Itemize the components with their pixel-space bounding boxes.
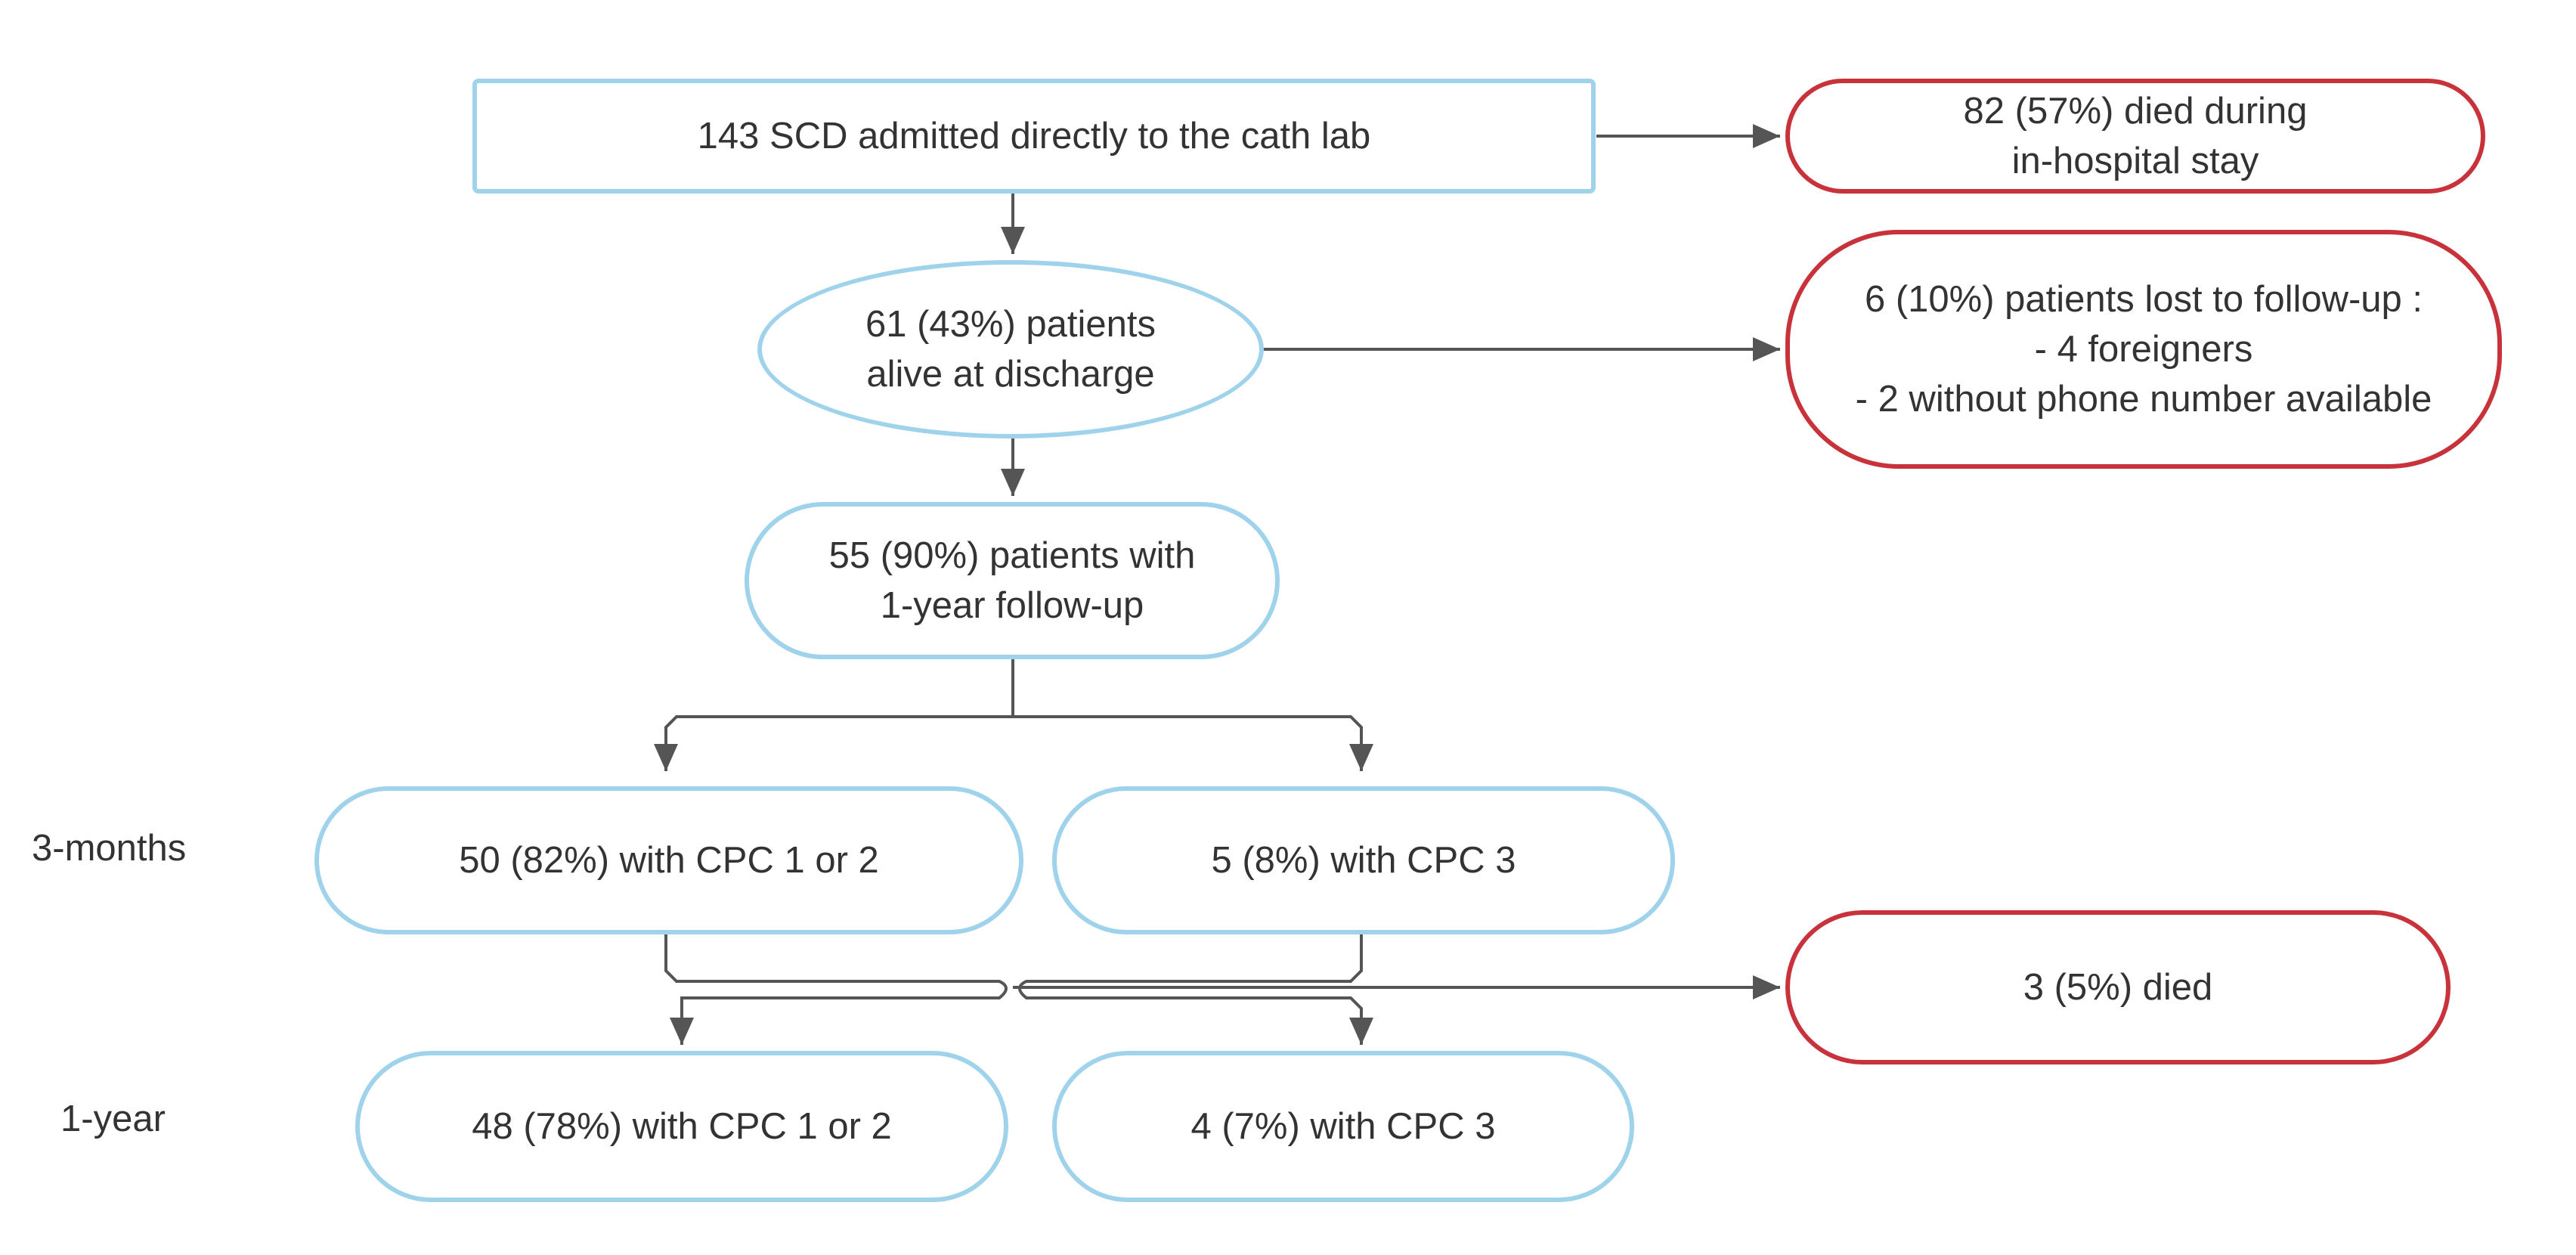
- one-year-cpc12-label: 48 (78%) with CPC 1 or 2: [472, 1106, 892, 1147]
- one-year-row-label: 1-year: [60, 1099, 166, 1139]
- lost-to-followup-line-2: - 4 foreigners: [2034, 329, 2253, 370]
- three-month-row-label: 3-months: [32, 828, 187, 869]
- one-year-cpc12-box: 48 (78%) with CPC 1 or 2: [355, 1051, 1008, 1202]
- lost-to-followup-box: 6 (10%) patients lost to follow-up : - 4…: [1785, 230, 2502, 469]
- arrow-followup-to-cpc12: [654, 659, 1014, 771]
- died-in-hospital-box: 82 (57%) died during in-hospital stay: [1785, 79, 2485, 194]
- died-later-box: 3 (5%) died: [1785, 910, 2451, 1064]
- arrow-followup-to-cpc3: [1013, 715, 1373, 771]
- three-month-cpc3-label: 5 (8%) with CPC 3: [1211, 840, 1516, 881]
- start-box: 143 SCD admitted directly to the cath la…: [472, 79, 1596, 194]
- lost-to-followup-line-1: 6 (10%) patients lost to follow-up :: [1864, 279, 2423, 320]
- arrow-cpc3-to-1y-cpc3: [1018, 934, 1373, 1045]
- start-box-label: 143 SCD admitted directly to the cath la…: [697, 116, 1371, 156]
- three-month-cpc12-label: 50 (82%) with CPC 1 or 2: [459, 840, 879, 881]
- one-year-followup-line-1: 55 (90%) patients with: [828, 535, 1196, 576]
- one-year-followup-box: 55 (90%) patients with 1-year follow-up: [745, 502, 1280, 659]
- alive-at-discharge-line-1: 61 (43%) patients: [865, 304, 1156, 345]
- one-year-cpc3-box: 4 (7%) with CPC 3: [1052, 1051, 1634, 1202]
- died-later-label: 3 (5%) died: [2023, 967, 2213, 1008]
- died-in-hospital-line-2: in-hospital stay: [2011, 141, 2259, 181]
- three-month-cpc3-box: 5 (8%) with CPC 3: [1052, 786, 1675, 934]
- arrow-cpc12-to-1y-cpc12: [664, 934, 1008, 1045]
- one-year-followup-line-2: 1-year follow-up: [880, 585, 1144, 626]
- one-year-cpc3-label: 4 (7%) with CPC 3: [1190, 1106, 1496, 1147]
- died-in-hospital-line-1: 82 (57%) died during: [1963, 91, 2308, 132]
- alive-at-discharge-box: 61 (43%) patients alive at discharge: [757, 260, 1264, 438]
- alive-at-discharge-line-2: alive at discharge: [866, 354, 1155, 395]
- lost-to-followup-line-3: - 2 without phone number available: [1855, 379, 2432, 420]
- three-month-cpc12-box: 50 (82%) with CPC 1 or 2: [314, 786, 1023, 934]
